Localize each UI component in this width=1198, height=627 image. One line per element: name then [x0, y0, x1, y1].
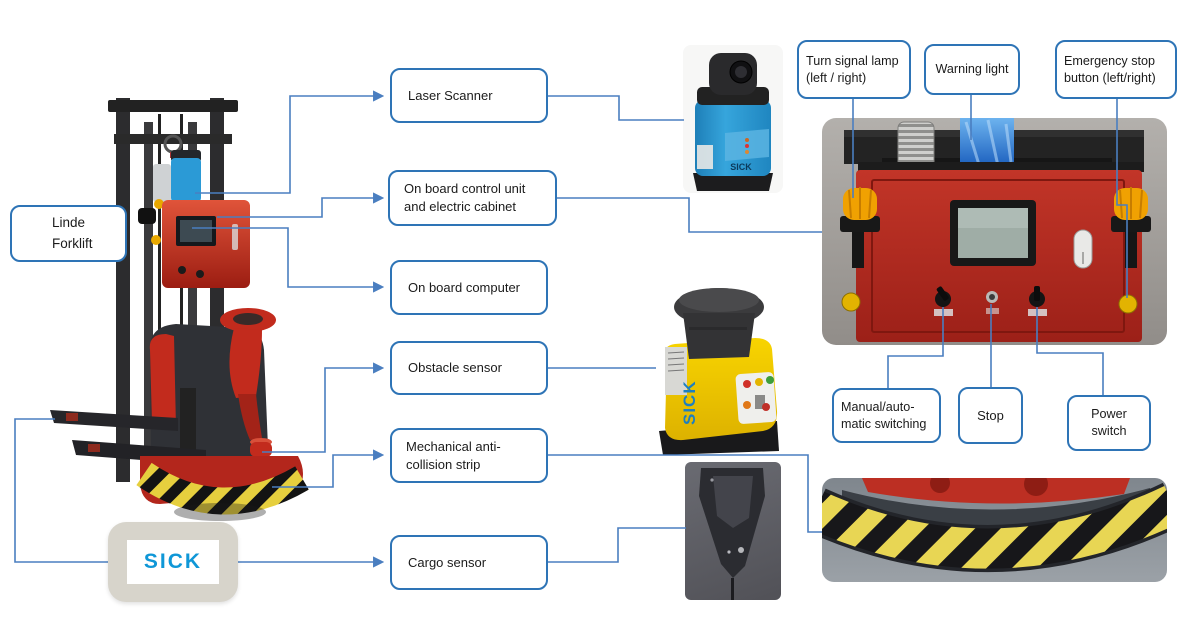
emergency-stop-left	[841, 292, 861, 312]
component-box-obstacle-sensor: Obstacle sensor	[390, 341, 548, 395]
label-text: On board computer	[408, 279, 521, 295]
component-box-onboard-computer: On board computer	[390, 260, 548, 315]
label-box-stop: Stop	[958, 387, 1023, 444]
label-box-warning-light: Warning light	[924, 44, 1020, 95]
component-box-cargo-sensor: Cargo sensor	[390, 535, 548, 590]
obstacle-sensor-photo: SICK	[659, 288, 779, 455]
label-text: Mechanical anti-collision strip	[406, 438, 501, 472]
mast-rail	[116, 98, 130, 482]
mast-laser-scanner	[171, 158, 201, 202]
label-box-emergency-stop: Emergency stop button (left/right)	[1055, 40, 1177, 99]
label-text: Laser Scanner	[408, 87, 493, 103]
scanner-brand-text: SICK	[730, 162, 752, 172]
label-text: Power switch	[1091, 407, 1127, 438]
label-text: Obstacle sensor	[408, 360, 502, 376]
label-text: Warning light	[935, 62, 1009, 76]
line-laser-to-photo	[548, 95, 684, 121]
bumper-band-stripes	[822, 485, 1167, 569]
sensor-brand-text: SICK	[680, 380, 699, 425]
label-text: Stop	[977, 407, 1004, 423]
vehicle-label-line2: Forklift	[52, 236, 93, 251]
laser-scanner-photo: SICK	[683, 45, 783, 193]
vehicle-underbody	[862, 478, 1130, 504]
label-box-manual-auto: Manual/auto-matic switching	[832, 388, 941, 443]
door-handle	[1073, 229, 1093, 269]
emergency-stop-right	[1118, 294, 1138, 314]
label-text: On board control unit and electric cabin…	[404, 181, 526, 214]
label-text: Emergency stop button (left/right)	[1064, 53, 1156, 85]
label-text: Manual/auto-matic switching	[841, 399, 927, 431]
line-cargo-to-photo	[548, 527, 686, 563]
label-box-turn-signal: Turn signal lamp (left / right)	[797, 40, 911, 99]
vehicle-label-line1: Linde	[52, 214, 86, 230]
label-text: Turn signal lamp (left / right)	[806, 53, 899, 85]
label-box-power-switch: Power switch	[1067, 395, 1151, 451]
cargo-sensor-photo	[685, 462, 781, 600]
carriage-cylinder	[153, 164, 171, 202]
sick-logo: SICK	[108, 522, 238, 602]
label-text: Cargo sensor	[408, 554, 487, 570]
vehicle-label-box: Linde Forklift	[10, 205, 127, 262]
obstacle-sensor-on-vehicle	[250, 442, 272, 457]
sick-logo-text: SICK	[127, 540, 219, 584]
line-control-to-photo	[557, 197, 822, 233]
component-box-anti-collision: Mechanical anti-collision strip	[390, 428, 548, 483]
control-cabinet-photo	[822, 118, 1167, 345]
component-box-control-unit: On board control unit and electric cabin…	[388, 170, 557, 226]
anti-collision-strip-photo	[822, 478, 1167, 582]
component-box-laser-scanner: Laser Scanner	[390, 68, 548, 123]
forklift-photo	[50, 98, 309, 521]
sensor-head	[683, 313, 755, 359]
